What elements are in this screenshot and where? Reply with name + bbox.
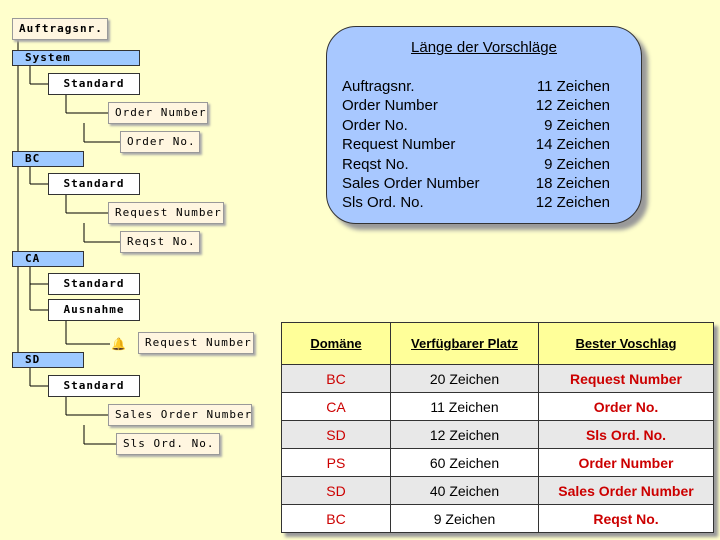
suggestion-name: Reqst No. (342, 155, 409, 173)
column-header-best: Bester Voschlag (538, 322, 714, 365)
table-row: PS 60 Zeichen Order Number (281, 448, 714, 477)
list-item: Auftragsnr. 11 Zeichen (342, 77, 610, 96)
tree-root-node: Auftragsnr. (12, 18, 108, 40)
table-row: SD 40 Zeichen Sales Order Number (281, 476, 714, 505)
table-row: CA 11 Zeichen Order No. (281, 392, 714, 421)
standard-node-ca: Standard (48, 273, 140, 295)
domain-suggestion-table: Domäne Verfügbarer Platz Bester Voschlag… (281, 322, 714, 533)
suggestion-name: Sales Order Number (342, 174, 480, 192)
suggestion-name: Auftragsnr. (342, 78, 415, 95)
suggestion-length-list: Auftragsnr. 11 Zeichen Order Number 12 Zei… (342, 77, 610, 213)
bell-icon: 🔔 (111, 337, 126, 351)
table-row: SD 12 Zeichen Sls Ord. No. (281, 420, 714, 449)
exception-node-ca: Ausnahme (48, 299, 140, 321)
domain-node-sd: SD (12, 352, 84, 368)
standard-node-sd: Standard (48, 375, 140, 397)
list-item: Order No. 9 Zeichen (342, 116, 610, 135)
cell-space: 9 Zeichen (390, 504, 539, 533)
column-header-domain: Domäne (281, 322, 391, 365)
suggestion-name: Order No. (342, 116, 408, 134)
standard-node-system: Standard (48, 73, 140, 95)
domain-node-system: System (12, 50, 140, 66)
leaf-node-sls-ord-no: Sls Ord. No. (116, 433, 220, 455)
cell-domain: SD (281, 476, 391, 505)
leaf-node-order-number: Order Number (108, 102, 208, 124)
standard-node-bc: Standard (48, 173, 140, 195)
cell-domain: BC (281, 364, 391, 393)
cell-domain: PS (281, 448, 391, 477)
list-item: Sales Order Number 18 Zeichen (342, 174, 610, 193)
cell-best: Reqst No. (538, 504, 714, 533)
cell-space: 11 Zeichen (390, 392, 539, 421)
cell-best: Order No. (538, 392, 714, 421)
leaf-node-sales-order-number: Sales Order Number (108, 404, 252, 426)
leaf-node-ca-request-number: Request Number (138, 332, 254, 354)
suggestion-length: 9 Zeichen (544, 116, 610, 134)
suggestion-name: Request Number (342, 136, 456, 154)
domain-node-bc: BC (12, 151, 84, 167)
cell-domain: CA (281, 392, 391, 421)
list-item: Sls Ord. No. 12 Zeichen (342, 193, 610, 212)
leaf-node-request-number: Request Number (108, 202, 224, 224)
leaf-node-order-no: Order No. (120, 131, 200, 153)
cell-space: 40 Zeichen (390, 476, 539, 505)
cell-domain: SD (281, 420, 391, 449)
domain-node-ca: CA (12, 251, 84, 267)
suggestion-name: Sls Ord. No. (342, 194, 424, 212)
suggestion-length: 11 Zeichen (536, 78, 610, 95)
table-header-row: Domäne Verfügbarer Platz Bester Voschlag (281, 322, 714, 365)
table-row: BC 9 Zeichen Reqst No. (281, 504, 714, 533)
cell-best: Request Number (538, 364, 714, 393)
list-item: Reqst No. 9 Zeichen (342, 155, 610, 174)
suggestion-name: Order Number (342, 97, 438, 115)
cell-best: Sales Order Number (538, 476, 714, 505)
list-item: Request Number 14 Zeichen (342, 135, 610, 154)
suggestion-length: 12 Zeichen (535, 97, 610, 115)
cell-best: Sls Ord. No. (538, 420, 714, 449)
panel-title: Länge der Vorschläge (411, 39, 557, 56)
suggestion-length: 9 Zeichen (544, 155, 610, 173)
cell-space: 20 Zeichen (390, 364, 539, 393)
suggestion-length: 14 Zeichen (535, 136, 610, 154)
cell-space: 12 Zeichen (390, 420, 539, 449)
cell-best: Order Number (538, 448, 714, 477)
column-header-space: Verfügbarer Platz (390, 322, 539, 365)
cell-domain: BC (281, 504, 391, 533)
leaf-node-reqst-no: Reqst No. (120, 231, 200, 253)
suggestion-length: 12 Zeichen (535, 194, 610, 212)
table-row: BC 20 Zeichen Request Number (281, 364, 714, 393)
suggestion-length: 18 Zeichen (535, 174, 610, 192)
suggestion-length-panel: Länge der Vorschläge Auftragsnr. 11 Zeich… (326, 26, 642, 224)
cell-space: 60 Zeichen (390, 448, 539, 477)
list-item: Order Number 12 Zeichen (342, 96, 610, 115)
